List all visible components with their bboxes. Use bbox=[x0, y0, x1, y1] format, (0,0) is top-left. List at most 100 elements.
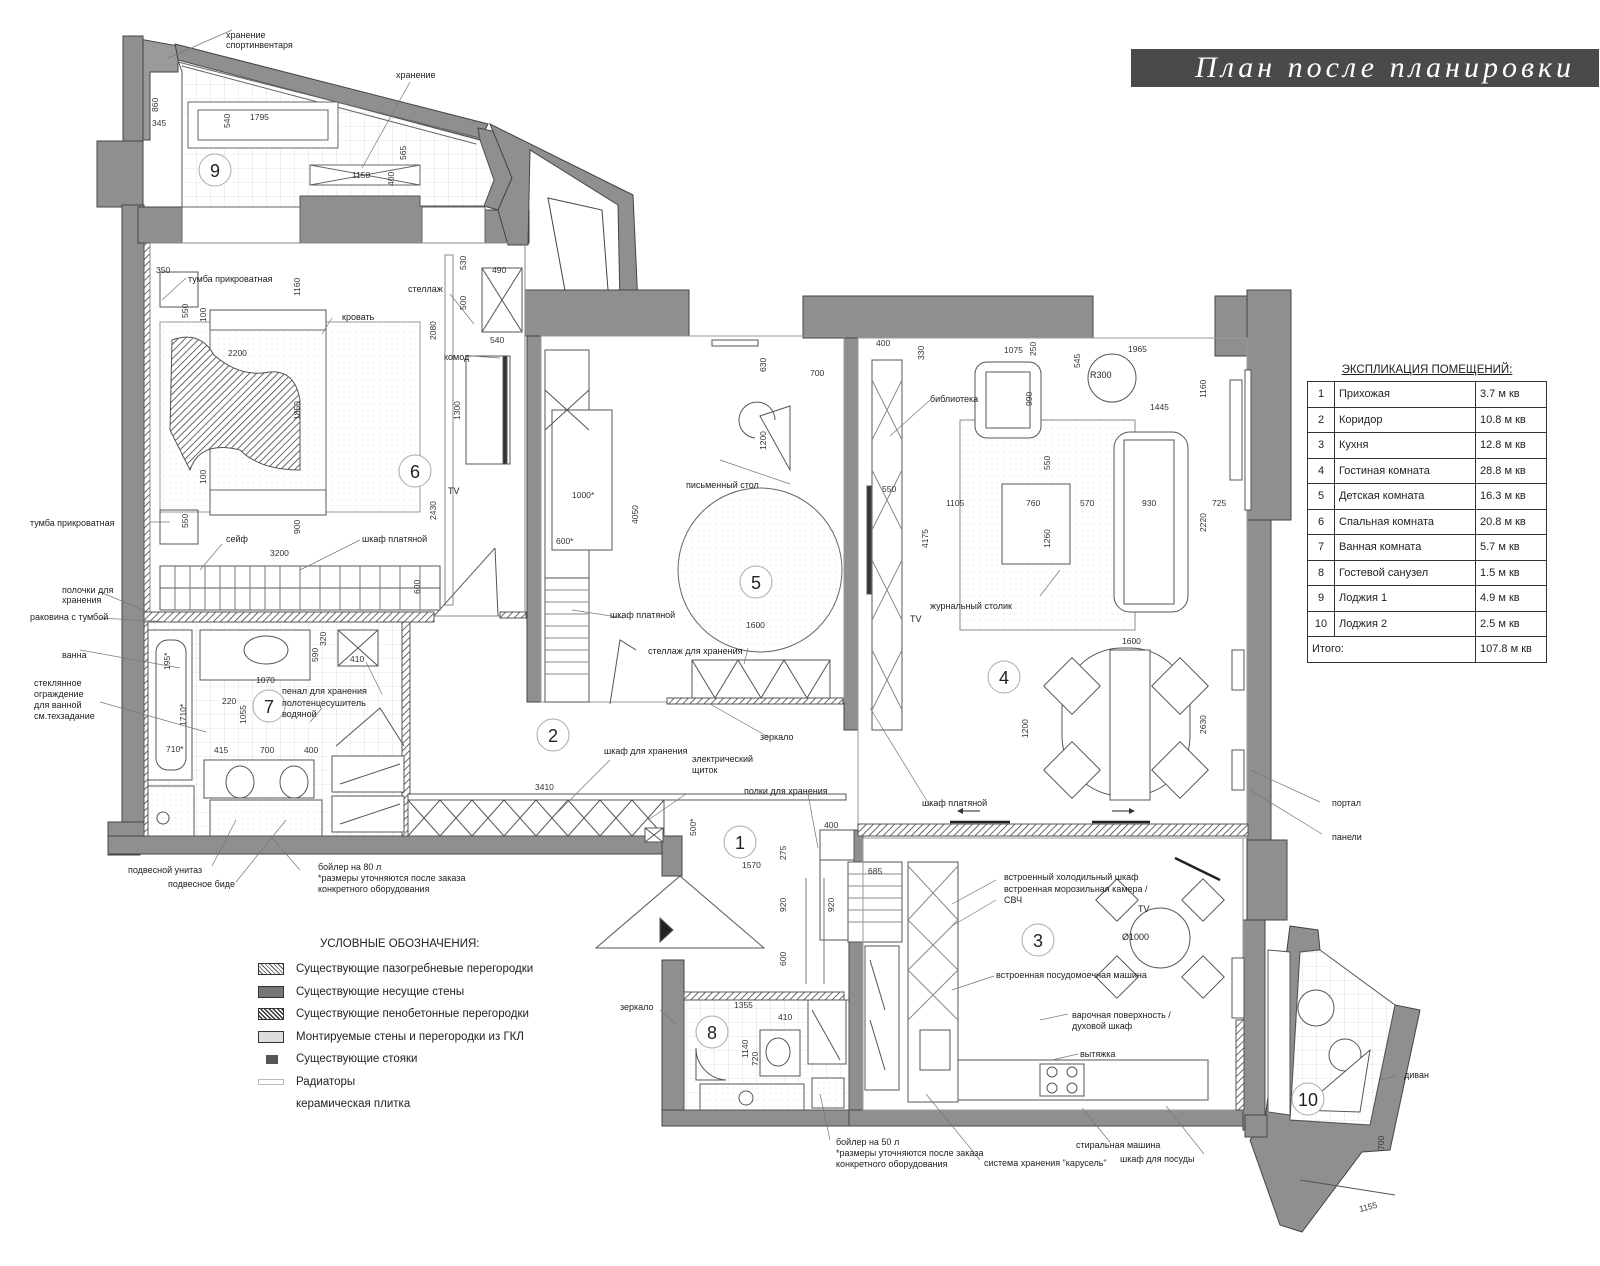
dim: 410 bbox=[350, 654, 364, 664]
swatch-tile-icon bbox=[258, 1098, 284, 1111]
label-boiler-80: бойлер на 80 л*размеры уточняются после … bbox=[318, 862, 465, 894]
row-num: 8 bbox=[1307, 559, 1335, 586]
row-area: 20.8 м кв bbox=[1475, 508, 1547, 535]
dim: 1160 bbox=[292, 277, 302, 296]
dim: 760 bbox=[1026, 498, 1040, 508]
dim: 1200 bbox=[758, 431, 768, 450]
room-number-4: 4 bbox=[999, 668, 1009, 688]
bedroom-6 bbox=[143, 242, 527, 837]
label-storage: хранение bbox=[396, 70, 436, 80]
dim: 410 bbox=[778, 1012, 792, 1022]
dim: 1355 bbox=[734, 1000, 753, 1010]
dim: 530 bbox=[458, 256, 468, 270]
room-number-7: 7 bbox=[264, 697, 274, 717]
label-safe: сейф bbox=[226, 534, 249, 544]
room-number-2: 2 bbox=[548, 726, 558, 746]
dim: 1000* bbox=[572, 490, 595, 500]
room-number-3: 3 bbox=[1033, 931, 1043, 951]
label-tv-4: TV bbox=[910, 614, 922, 624]
row-area: 2.5 м кв bbox=[1475, 610, 1547, 637]
label-storage-shelves: полки для хранения bbox=[744, 786, 828, 796]
row-name: Прихожая bbox=[1334, 381, 1476, 408]
dim: 345 bbox=[152, 118, 166, 128]
dim: 1600 bbox=[1122, 636, 1141, 646]
row-num: 5 bbox=[1307, 483, 1335, 510]
label-freezer: встроенная морозильная камера /СВЧ bbox=[1004, 884, 1148, 905]
legend-item: Существующие пазогребневые перегородки bbox=[258, 958, 533, 981]
dim: 700 bbox=[260, 745, 274, 755]
row-name: Спальная комната bbox=[1334, 508, 1476, 535]
label-bedside-2: тумба прикроватная bbox=[30, 518, 115, 528]
row-name: Гостевой санузел bbox=[1334, 559, 1476, 586]
row-num: 6 bbox=[1307, 508, 1335, 535]
room-number-markers: 1 2 3 4 5 6 7 8 9 10 bbox=[198, 153, 1325, 1116]
dim: 500* bbox=[688, 818, 698, 836]
swatch-radiator-icon bbox=[258, 1078, 284, 1085]
dim: 2220 bbox=[1198, 513, 1208, 532]
row-num: 3 bbox=[1307, 432, 1335, 459]
legend-label: керамическая плитка bbox=[296, 1098, 411, 1111]
dim: 920 bbox=[778, 898, 788, 912]
label-r300: R300 bbox=[1090, 370, 1112, 380]
room-number-6: 6 bbox=[410, 462, 420, 482]
dim: 570 bbox=[1080, 498, 1094, 508]
dim: 490 bbox=[492, 265, 506, 275]
room-number-10: 10 bbox=[1298, 1090, 1318, 1110]
dim: 275 bbox=[778, 846, 788, 860]
row-num: 9 bbox=[1307, 585, 1335, 612]
total-area: 107.8 м кв bbox=[1475, 636, 1547, 663]
dim: 1055 bbox=[238, 705, 248, 724]
dim: 500 bbox=[458, 296, 468, 310]
legend-label: Монтируемые стены и перегородки из ГКЛ bbox=[296, 1030, 524, 1043]
label-washer: стиральная машина bbox=[1076, 1140, 1160, 1150]
label-bed: кровать bbox=[342, 312, 375, 322]
dim: 1710* bbox=[178, 703, 188, 726]
row-name: Лоджия 1 bbox=[1334, 585, 1476, 612]
dim: 900 bbox=[292, 520, 302, 534]
label-portal: портал bbox=[1332, 798, 1361, 808]
dim: 220 bbox=[222, 696, 236, 706]
dim: 195* bbox=[162, 652, 172, 670]
legend-label: Существующие пазогребневые перегородки bbox=[296, 963, 534, 976]
legend-item: Монтируемые стены и перегородки из ГКЛ bbox=[258, 1026, 533, 1049]
label-dresser: комод bbox=[444, 352, 470, 362]
dim: 100 bbox=[198, 308, 208, 322]
dim: 1795 bbox=[250, 112, 269, 122]
swatch-dense-hatch-icon bbox=[258, 1008, 284, 1021]
dim: 1445 bbox=[1150, 402, 1169, 412]
dim: 540 bbox=[222, 114, 232, 128]
corridor-storage bbox=[407, 793, 847, 843]
label-carousel: система хранения "карусель" bbox=[984, 1158, 1107, 1168]
legend-item: Существующие стояки bbox=[258, 1048, 533, 1071]
row-area: 5.7 м кв bbox=[1475, 534, 1547, 561]
row-area: 28.8 м кв bbox=[1475, 457, 1547, 484]
label-dish-cabinet: шкаф для посуды bbox=[1120, 1154, 1194, 1164]
row-area: 16.3 м кв bbox=[1475, 483, 1547, 510]
dim: 3200 bbox=[270, 548, 289, 558]
legend: УСЛОВНЫЕ ОБОЗНАЧЕНИЯ: Существующие пазог… bbox=[258, 938, 533, 1116]
label-mirror-5: зеркало bbox=[760, 732, 794, 742]
dim: 550 bbox=[180, 304, 190, 318]
dim: 1850 bbox=[292, 401, 302, 420]
dim: 3410 bbox=[535, 782, 554, 792]
dim: 1260 bbox=[1042, 529, 1052, 548]
dim: 550 bbox=[882, 484, 896, 494]
row-num: 2 bbox=[1307, 406, 1335, 433]
label-storage-cabinet: шкаф для хранения bbox=[604, 746, 688, 756]
row-name: Детская комната bbox=[1334, 483, 1476, 510]
legend-item: Существующие несущие стены bbox=[258, 981, 533, 1004]
label-bathtub: ванна bbox=[62, 650, 87, 660]
room-number-9: 9 bbox=[210, 161, 220, 181]
dim: 2430 bbox=[428, 501, 438, 520]
